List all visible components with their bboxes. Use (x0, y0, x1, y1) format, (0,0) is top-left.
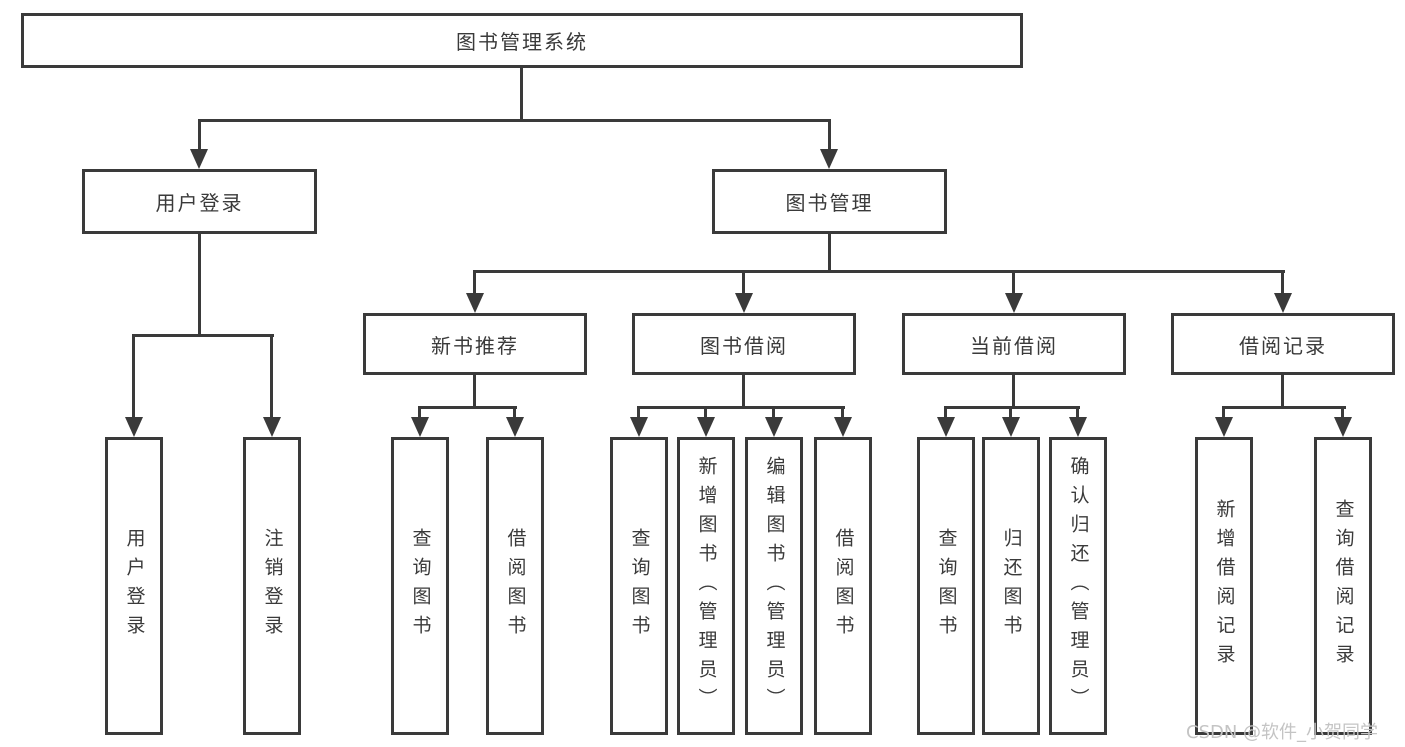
connector-line (841, 406, 844, 419)
leaf-records-query-borrow-record: 查询借阅记录 (1314, 437, 1372, 735)
leaf-borrow-borrow-books-label: 借阅图书 (832, 528, 855, 644)
leaf-newbook-borrow-books: 借阅图书 (486, 437, 544, 735)
arrow-down-icon (937, 417, 955, 437)
connector-line (1076, 406, 1079, 419)
node-new-book-recommend-label: 新书推荐 (431, 333, 519, 358)
connector-line (473, 270, 476, 295)
connector-line (198, 119, 831, 122)
leaf-current-query-books: 查询图书 (917, 437, 975, 735)
node-new-book-recommend: 新书推荐 (363, 313, 587, 375)
connector-line (828, 233, 831, 272)
node-borrow-records: 借阅记录 (1171, 313, 1395, 375)
connector-line (1222, 406, 1225, 419)
node-book-management-label: 图书管理 (785, 191, 874, 215)
arrow-down-icon (411, 417, 429, 437)
connector-line (198, 234, 201, 337)
arrow-down-icon (1005, 293, 1023, 313)
node-borrow-records-label: 借阅记录 (1239, 333, 1327, 358)
connector-line (772, 406, 775, 419)
leaf-newbook-query-books-label: 查询图书 (409, 528, 432, 644)
node-user-login: 用户登录 (82, 169, 317, 234)
leaf-logout-label: 注销登录 (261, 528, 284, 644)
connector-line (704, 406, 707, 419)
leaf-borrow-query-books: 查询图书 (610, 437, 668, 735)
leaf-logout: 注销登录 (243, 437, 301, 735)
arrow-down-icon (466, 293, 484, 313)
connector-line (520, 68, 523, 122)
arrow-down-icon (506, 417, 524, 437)
connector-line (944, 406, 947, 419)
connector-line (418, 406, 421, 419)
connector-line (1281, 375, 1284, 408)
connector-line (198, 119, 201, 151)
leaf-borrow-add-books-admin: 新增图书（管理员） (677, 437, 735, 735)
arrow-down-icon (820, 149, 838, 169)
connector-line (1222, 406, 1346, 409)
leaf-current-query-books-label: 查询图书 (935, 528, 958, 644)
connector-line (742, 270, 745, 295)
leaf-records-query-borrow-record-label: 查询借阅记录 (1332, 499, 1355, 673)
leaf-borrow-edit-books-admin: 编辑图书（管理员） (745, 437, 803, 735)
leaf-current-confirm-return-admin-label: 确认归还（管理员） (1067, 455, 1090, 717)
arrow-down-icon (1069, 417, 1087, 437)
leaf-user-login-label: 用户登录 (123, 528, 146, 644)
connector-line (132, 334, 135, 419)
arrow-down-icon (765, 417, 783, 437)
leaf-borrow-edit-books-admin-label: 编辑图书（管理员） (763, 455, 786, 717)
leaf-newbook-query-books: 查询图书 (391, 437, 449, 735)
leaf-user-login: 用户登录 (105, 437, 163, 735)
connector-line (944, 406, 1080, 409)
connector-line (473, 375, 476, 408)
leaf-borrow-query-books-label: 查询图书 (628, 528, 651, 644)
arrow-down-icon (263, 417, 281, 437)
csdn-watermark: CSDN @软件_小贺同学 (1186, 722, 1379, 743)
leaf-borrow-borrow-books: 借阅图书 (814, 437, 872, 735)
connector-line (270, 334, 273, 419)
connector-line (132, 334, 274, 337)
connector-line (1281, 270, 1284, 295)
leaf-records-add-borrow-record: 新增借阅记录 (1195, 437, 1253, 735)
connector-line (637, 406, 640, 419)
node-current-borrow-label: 当前借阅 (970, 333, 1058, 358)
connector-line (828, 119, 831, 151)
connector-line (1012, 375, 1015, 408)
leaf-current-return-books: 归还图书 (982, 437, 1040, 735)
connector-line (513, 406, 516, 419)
arrow-down-icon (1334, 417, 1352, 437)
arrow-down-icon (630, 417, 648, 437)
node-current-borrow: 当前借阅 (902, 313, 1126, 375)
connector-line (1009, 406, 1012, 419)
connector-line (473, 270, 1285, 273)
arrow-down-icon (125, 417, 143, 437)
connector-line (418, 406, 517, 409)
node-book-borrow-label: 图书借阅 (700, 333, 788, 358)
leaf-borrow-add-books-admin-label: 新增图书（管理员） (695, 455, 718, 717)
connector-line (742, 375, 745, 408)
node-book-borrow: 图书借阅 (632, 313, 856, 375)
node-root: 图书管理系统 (21, 13, 1023, 68)
connector-line (637, 406, 845, 409)
leaf-records-add-borrow-record-label: 新增借阅记录 (1213, 499, 1236, 673)
arrow-down-icon (1002, 417, 1020, 437)
leaf-current-return-books-label: 归还图书 (1000, 528, 1023, 644)
node-root-label: 图书管理系统 (456, 30, 588, 54)
arrow-down-icon (735, 293, 753, 313)
leaf-newbook-borrow-books-label: 借阅图书 (504, 528, 527, 644)
leaf-current-confirm-return-admin: 确认归还（管理员） (1049, 437, 1107, 735)
node-book-management: 图书管理 (712, 169, 947, 234)
arrow-down-icon (697, 417, 715, 437)
node-user-login-label: 用户登录 (155, 191, 244, 215)
arrow-down-icon (1274, 293, 1292, 313)
arrow-down-icon (834, 417, 852, 437)
connector-line (1012, 270, 1015, 295)
connector-line (1341, 406, 1344, 419)
arrow-down-icon (1215, 417, 1233, 437)
arrow-down-icon (190, 149, 208, 169)
